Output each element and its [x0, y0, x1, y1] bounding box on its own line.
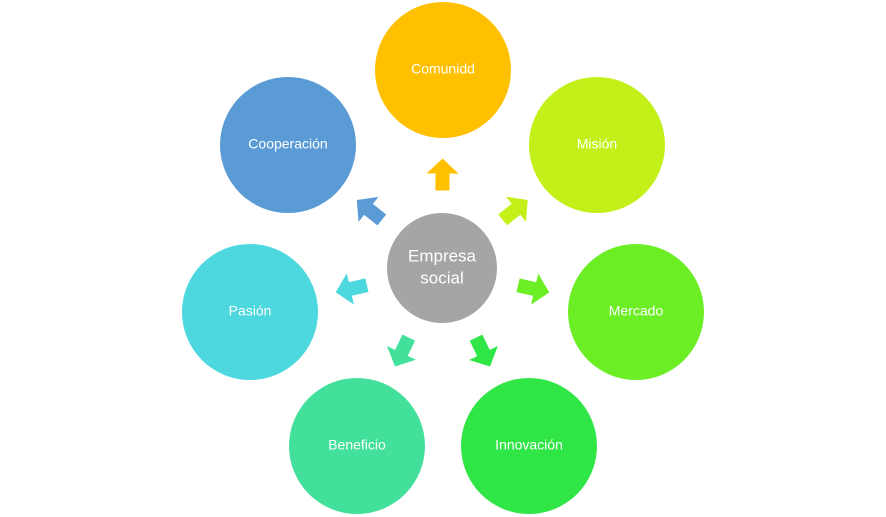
node-label-mercado: Mercado [609, 303, 664, 319]
arrow-comunidd [426, 158, 459, 191]
node-circle-beneficio [289, 378, 425, 514]
arrows-layer [335, 158, 550, 367]
node-comunidd: Comunidd [375, 2, 511, 138]
node-label-cooperacion: Cooperación [248, 136, 327, 152]
arrow-mision [498, 196, 528, 226]
node-circle-mision [529, 77, 665, 213]
center-node: Empresa social [387, 213, 497, 323]
arrow-innovacion [469, 334, 498, 367]
node-beneficio: Beneficio [289, 378, 425, 514]
center-label-line2: social [420, 268, 463, 287]
node-circle-innovacion [461, 378, 597, 514]
arrow-mercado [516, 273, 550, 305]
node-mision: Misión [529, 77, 665, 213]
node-label-pasion: Pasión [229, 303, 272, 319]
node-pasion: Pasión [182, 244, 318, 380]
node-label-comunidd: Comunidd [411, 61, 475, 77]
node-label-mision: Misión [577, 136, 617, 152]
node-label-beneficio: Beneficio [328, 437, 386, 453]
node-circle-mercado [568, 244, 704, 380]
arrow-pasion [335, 273, 369, 305]
node-innovacion: Innovación [461, 378, 597, 514]
node-label-innovacion: Innovación [495, 437, 563, 453]
node-circle-comunidd [375, 2, 511, 138]
node-circle-pasion [182, 244, 318, 380]
center-label-line1: Empresa [408, 246, 477, 265]
node-circle-cooperacion [220, 77, 356, 213]
arrow-beneficio [386, 334, 416, 367]
node-mercado: Mercado [568, 244, 704, 380]
arrow-cooperacion [356, 196, 387, 226]
center-circle [387, 213, 497, 323]
node-cooperacion: Cooperación [220, 77, 356, 213]
